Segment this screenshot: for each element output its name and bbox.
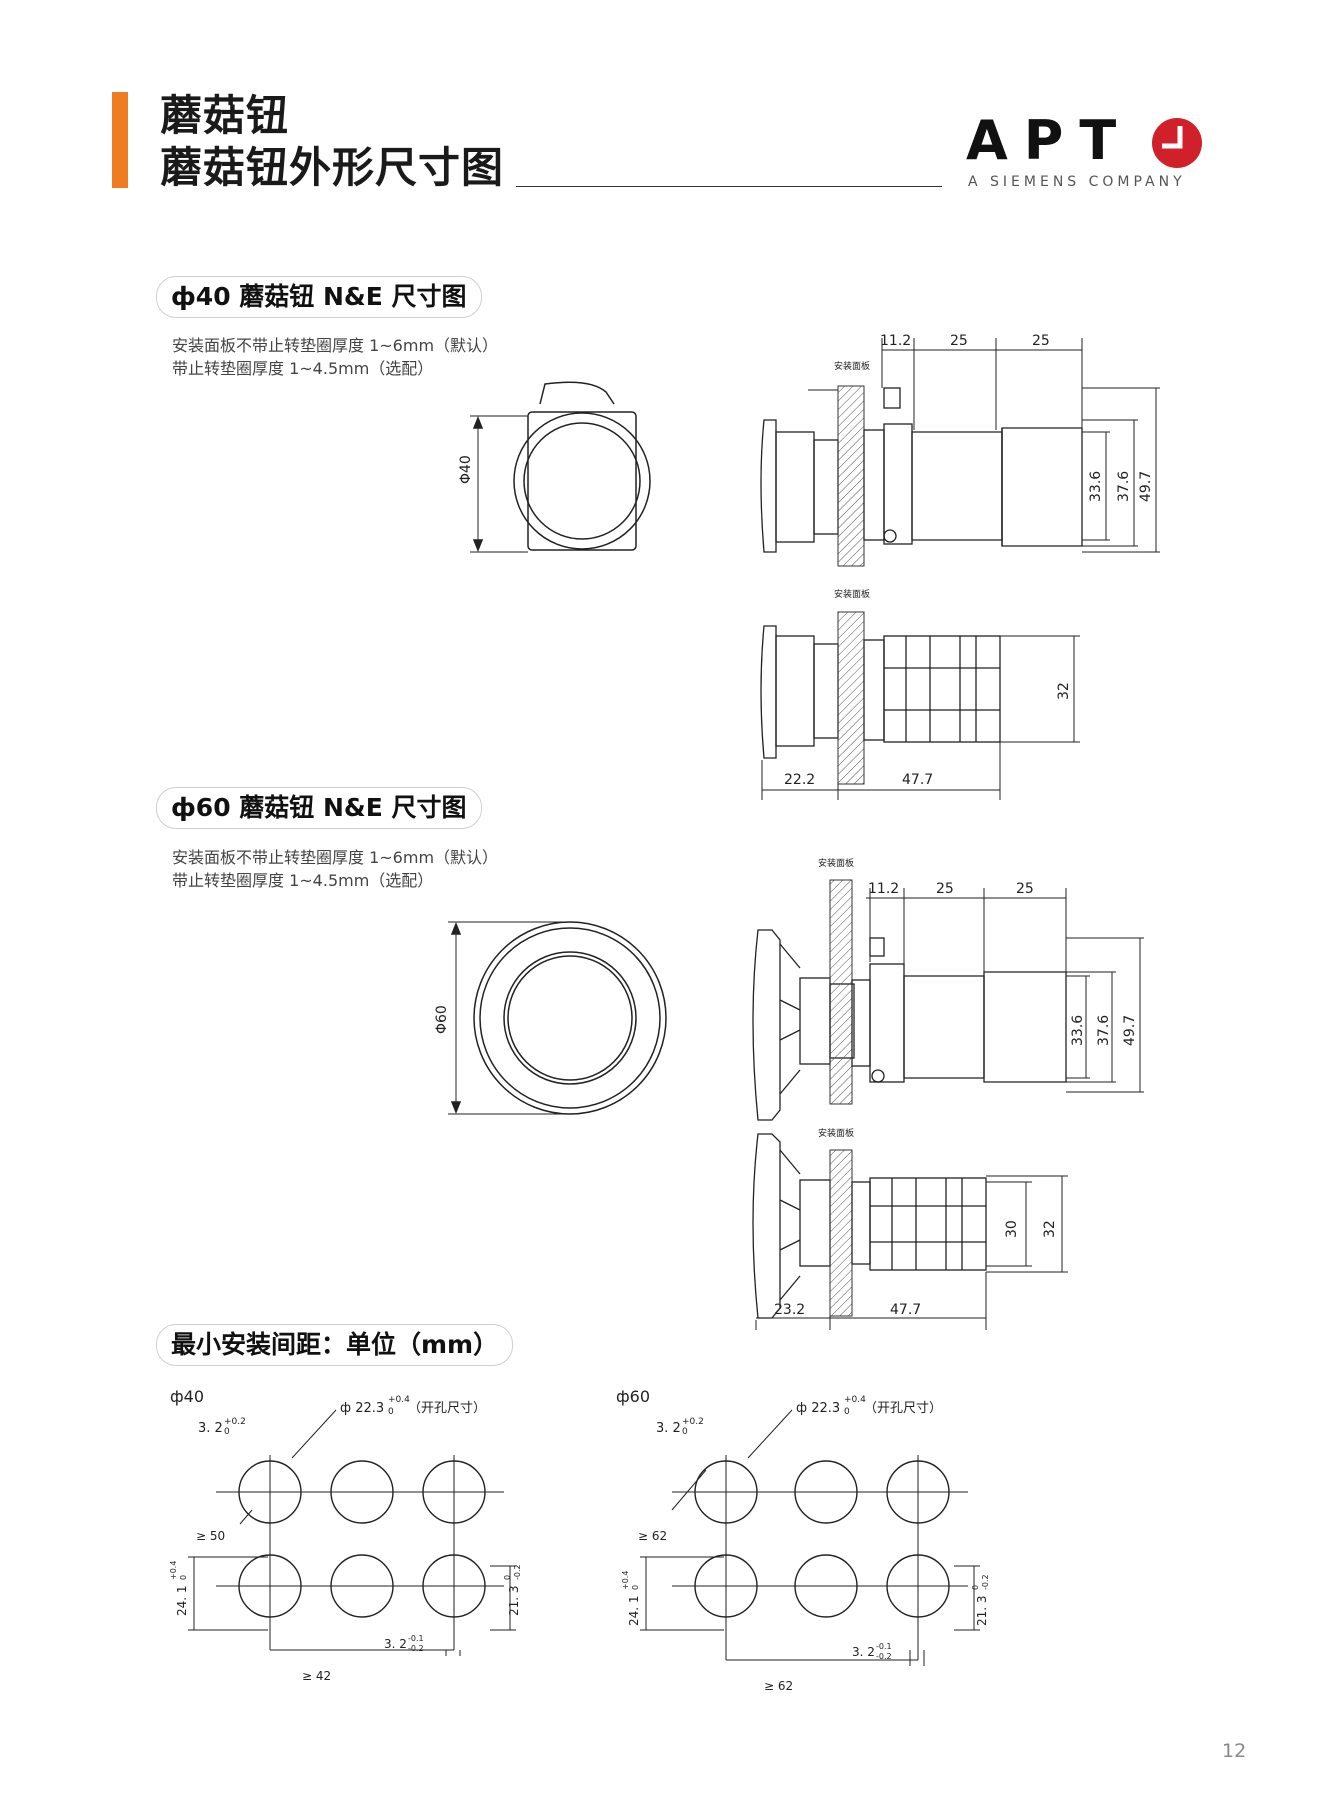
phi40-dim-25a: 25	[950, 333, 968, 349]
page-title: 蘑菇钮	[160, 91, 290, 140]
section-heading-phi40: ф40 蘑菇钮 N&E 尺寸图	[156, 276, 482, 318]
spacing-phi60-key-bottom: 3. 2	[852, 1645, 875, 1659]
spacing-phi40-key-bottom-tol-up: -0.1	[408, 1634, 424, 1643]
phi60-dim-49-7: 49.7	[1122, 1015, 1138, 1046]
phi40-bottom-view	[760, 611, 1080, 800]
spacing-phi60-label: ф60	[616, 1387, 650, 1406]
phi60-side-view	[752, 879, 1144, 1121]
phi60-panel-label-bottom: 安装面板	[818, 1127, 854, 1139]
brand-logo: APT A SIEMENS COMPANY	[966, 108, 1206, 194]
phi40-dim-25b: 25	[1032, 333, 1050, 349]
phi60-dim-25a: 25	[936, 881, 954, 897]
brand-letters: APT	[966, 109, 1133, 172]
phi40-dim-33-6: 33.6	[1088, 471, 1104, 502]
title-accent-bar	[112, 92, 128, 188]
spacing-phi40-key-tol-up: +0.2	[224, 1417, 246, 1427]
spacing-phi60-key-tol-dn: 0	[682, 1427, 688, 1437]
spacing-phi40-key-bottom: 3. 2	[384, 1637, 407, 1651]
spacing-phi60-v-offset: 24. 1	[627, 1595, 641, 1626]
phi60-dim-47-7: 47.7	[890, 1302, 921, 1318]
spacing-phi60-r-offset: 21. 3	[975, 1595, 989, 1626]
spacing-phi40-r-offset-tol-dn: -0.2	[513, 1564, 522, 1580]
section-heading-phi60: ф60 蘑菇钮 N&E 尺寸图	[156, 787, 482, 829]
note-phi40-line2: 带止转垫圈厚度 1~4.5mm（选配）	[172, 359, 434, 378]
spacing-phi40-hole-tol-up: +0.4	[388, 1395, 410, 1405]
spacing-phi60-hole-note: （开孔尺寸）	[864, 1401, 942, 1416]
note-phi60-line1: 安装面板不带止转垫圈厚度 1~6mm（默认）	[172, 848, 499, 867]
page-subtitle: 蘑菇钮外形尺寸图	[160, 143, 505, 192]
phi60-dim-30: 30	[1004, 1220, 1020, 1238]
phi40-dim-49-7: 49.7	[1138, 471, 1154, 502]
phi60-dim-33-6: 33.6	[1070, 1015, 1086, 1046]
phi40-dim-47-7: 47.7	[902, 772, 933, 788]
spacing-phi60-v-pitch: ≥ 62	[638, 1529, 667, 1543]
spacing-phi40-label: ф40	[170, 1387, 204, 1406]
phi40-side-view	[760, 338, 1160, 567]
spacing-phi60-r-offset-tol-dn: -0.2	[981, 1574, 990, 1590]
spacing-phi40-hole-tol-dn: 0	[388, 1407, 394, 1417]
spacing-phi60-r-offset-tol-up: 0	[971, 1585, 980, 1590]
spacing-phi60-hole-tol-dn: 0	[844, 1407, 850, 1417]
note-phi60-line2: 带止转垫圈厚度 1~4.5mm（选配）	[172, 871, 434, 890]
phi60-front-label: Φ60	[434, 1005, 450, 1034]
phi60-dim-11-2: 11.2	[868, 881, 899, 897]
spacing-phi40-v-offset-tol-up: +0.4	[169, 1561, 178, 1580]
phi40-dim-22-2: 22.2	[784, 772, 815, 788]
phi60-dim-37-6: 37.6	[1096, 1015, 1112, 1046]
phi60-panel-label-top: 安装面板	[818, 857, 854, 869]
spacing-phi60-v-offset-tol-up: +0.4	[621, 1571, 630, 1590]
phi60-front-view	[448, 921, 667, 1115]
spacing-phi40-hole-note: （开孔尺寸）	[408, 1401, 486, 1416]
spacing-phi40-key-tol-dn: 0	[224, 1427, 230, 1437]
spacing-phi60-v-offset-tol-dn: 0	[631, 1585, 640, 1590]
phi40-front-view	[470, 381, 651, 553]
spacing-phi40-key: 3. 2	[198, 1421, 223, 1436]
spacing-phi40-key-bottom-tol-dn: -0.2	[408, 1644, 424, 1653]
spacing-phi60-key-bottom-tol-up: -0.1	[876, 1642, 892, 1651]
spacing-phi40-v-offset-tol-dn: 0	[179, 1575, 188, 1580]
phi60-bottom-view	[752, 1133, 1068, 1330]
brand-mark-icon	[1152, 118, 1202, 168]
spacing-phi60-hole-tol-up: +0.4	[844, 1395, 866, 1405]
spacing-phi40-v-offset: 24. 1	[175, 1585, 189, 1616]
section-heading-spacing: 最小安装间距：单位（mm）	[156, 1324, 514, 1366]
phi60-dim-25b: 25	[1016, 881, 1034, 897]
spacing-phi60-hole: ф 22.3	[796, 1401, 840, 1416]
spacing-phi60-key: 3. 2	[656, 1421, 681, 1436]
spacing-phi60-key-bottom-tol-dn: -0.2	[876, 1652, 892, 1661]
phi40-dim-32: 32	[1056, 682, 1072, 700]
spacing-phi40-r-offset: 21. 3	[507, 1585, 521, 1616]
phi40-panel-label-top: 安装面板	[834, 360, 870, 372]
spacing-phi40-r-offset-tol-up: 0	[503, 1575, 512, 1580]
spacing-phi40-hole: ф 22.3	[340, 1401, 384, 1416]
phi40-panel-label-bottom: 安装面板	[834, 588, 870, 600]
brand-tagline: A SIEMENS COMPANY	[968, 174, 1186, 190]
spacing-phi40-diagram	[188, 1409, 516, 1656]
spacing-phi60-diagram	[640, 1409, 980, 1666]
spacing-phi60-h-pitch: ≥ 62	[764, 1679, 793, 1693]
phi60-dim-23-2: 23.2	[774, 1302, 805, 1318]
phi40-dim-11-2: 11.2	[880, 333, 911, 349]
phi40-front-label: Φ40	[458, 455, 474, 484]
phi40-dim-37-6: 37.6	[1116, 471, 1132, 502]
spacing-phi40-h-pitch: ≥ 42	[302, 1669, 331, 1683]
spacing-phi60-key-tol-up: +0.2	[682, 1417, 704, 1427]
spacing-phi40-v-pitch: ≥ 50	[196, 1529, 225, 1543]
title-underline	[516, 186, 942, 187]
phi60-dim-32: 32	[1042, 1220, 1058, 1238]
note-phi40-line1: 安装面板不带止转垫圈厚度 1~6mm（默认）	[172, 336, 499, 355]
page-number: 12	[1222, 1740, 1247, 1762]
